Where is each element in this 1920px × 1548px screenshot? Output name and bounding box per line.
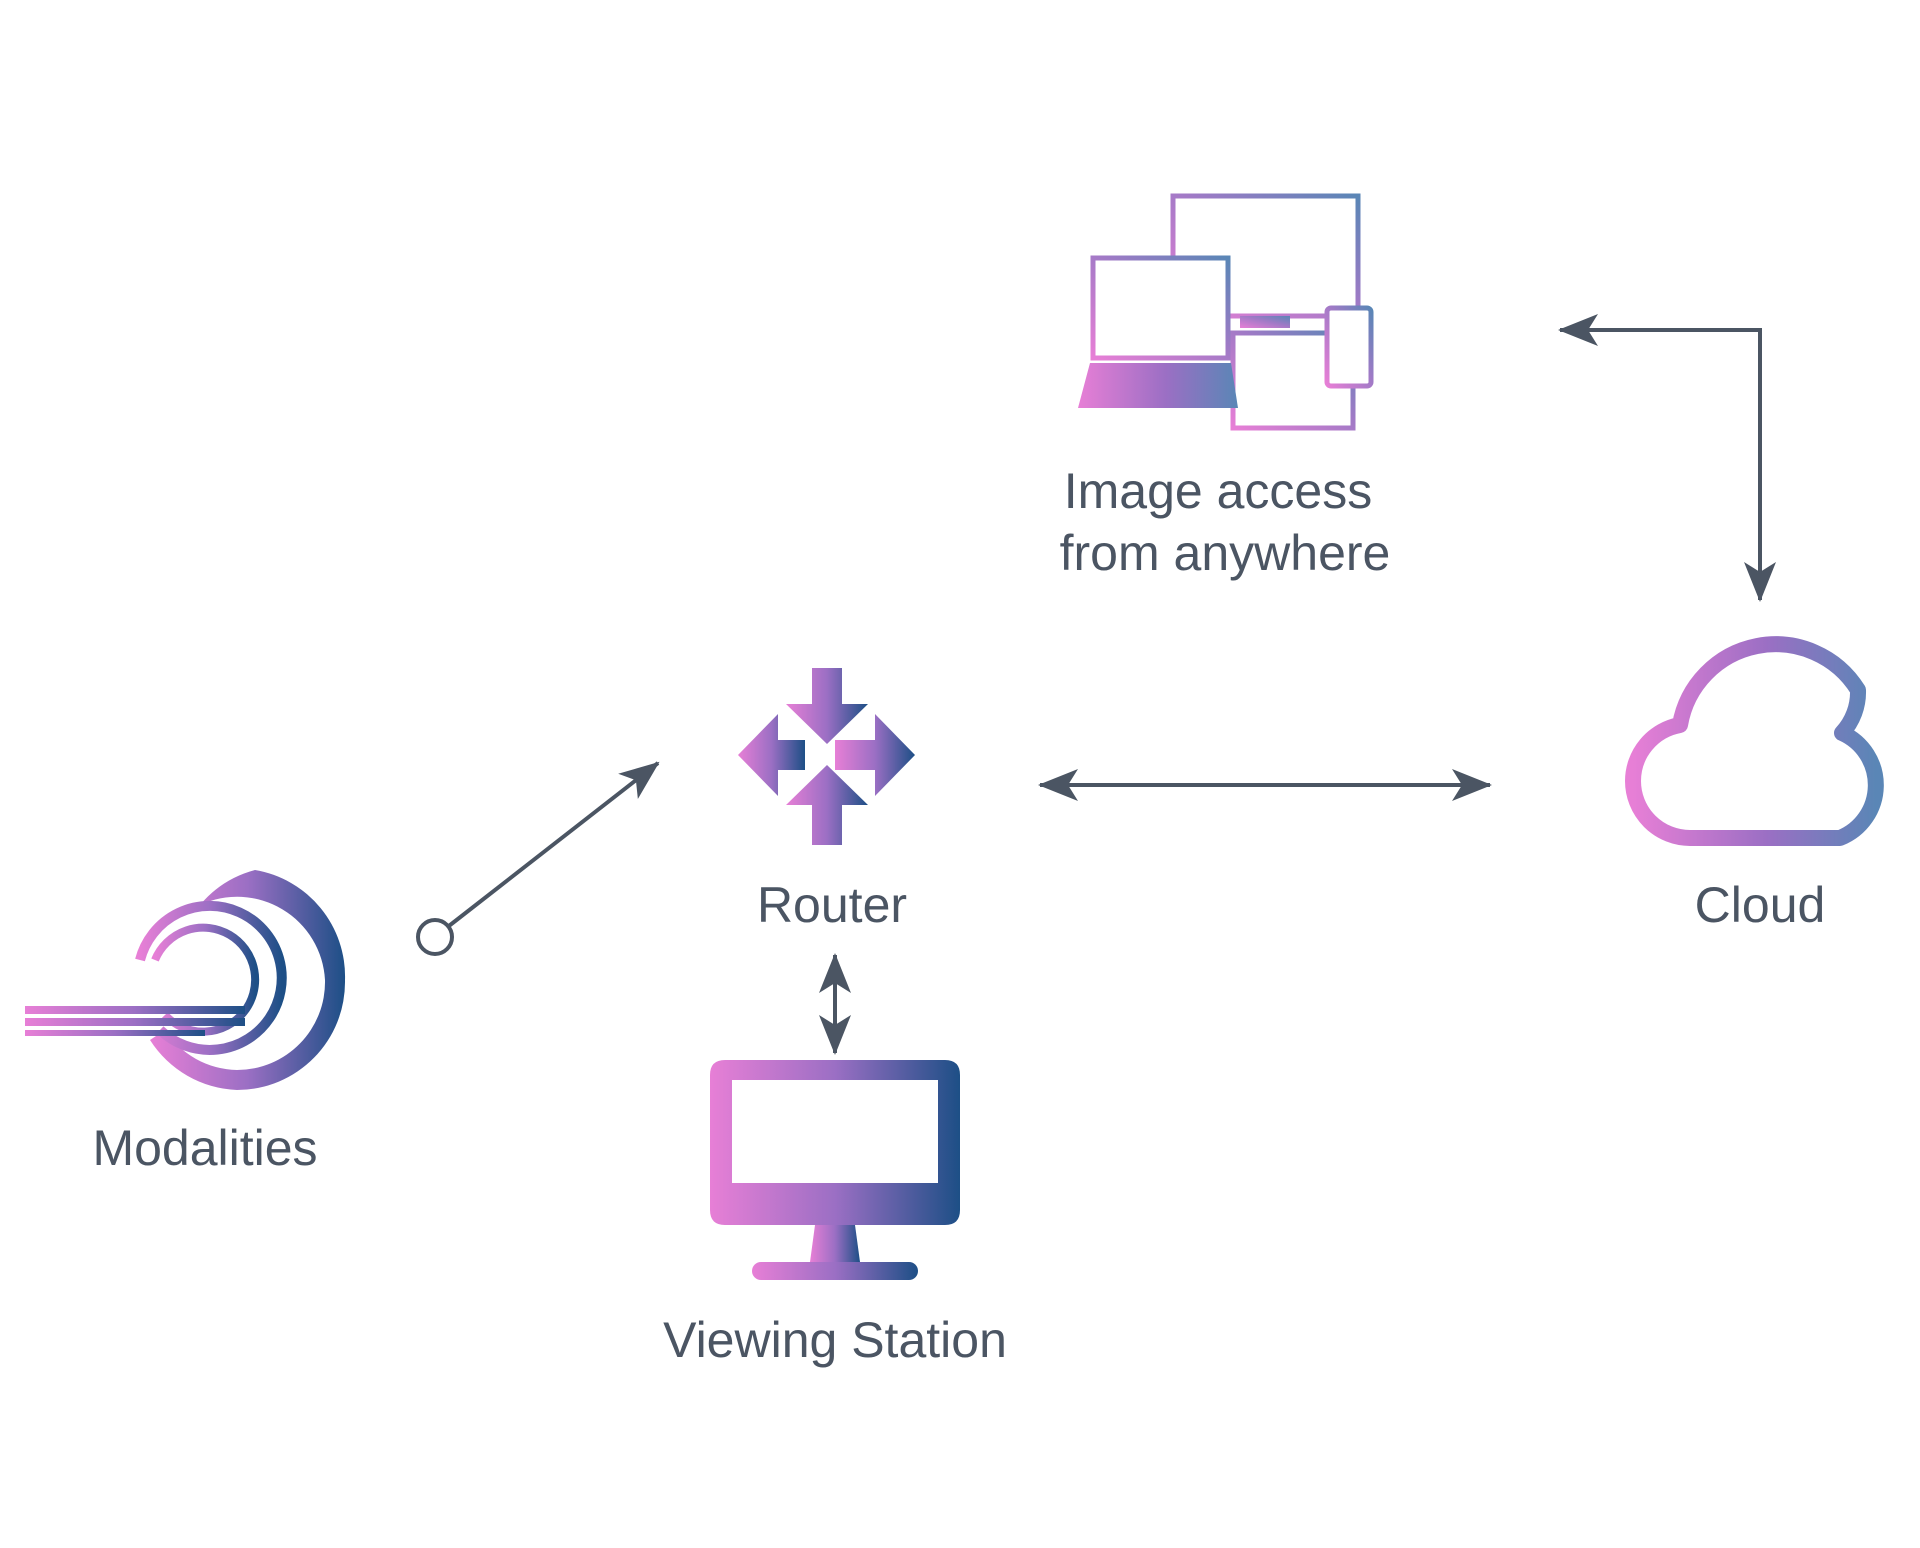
connector-origin-dot — [416, 918, 454, 956]
monitor-icon — [710, 1060, 960, 1280]
modalities-node: Modalities — [25, 870, 346, 1176]
router-node: Router — [738, 668, 915, 933]
mri-scanner-icon — [25, 870, 346, 1090]
modalities-label: Modalities — [92, 1120, 317, 1176]
connector-cloud-image-access — [1558, 314, 1776, 602]
viewing-station-node: Viewing Station — [663, 1060, 1007, 1368]
router-icon — [738, 668, 915, 845]
image-access-label-line2: from anywhere — [1060, 525, 1391, 581]
image-access-label-line1: Image access — [1064, 463, 1372, 519]
router-label: Router — [757, 877, 907, 933]
image-access-node: Image access from anywhere — [1060, 193, 1391, 581]
viewing-station-label: Viewing Station — [663, 1312, 1007, 1368]
cloud-node: Cloud — [1625, 636, 1884, 933]
cloud-icon — [1625, 636, 1884, 846]
connector-modalities-router — [416, 761, 660, 956]
devices-icon — [1078, 193, 1374, 431]
cloud-label: Cloud — [1695, 877, 1826, 933]
